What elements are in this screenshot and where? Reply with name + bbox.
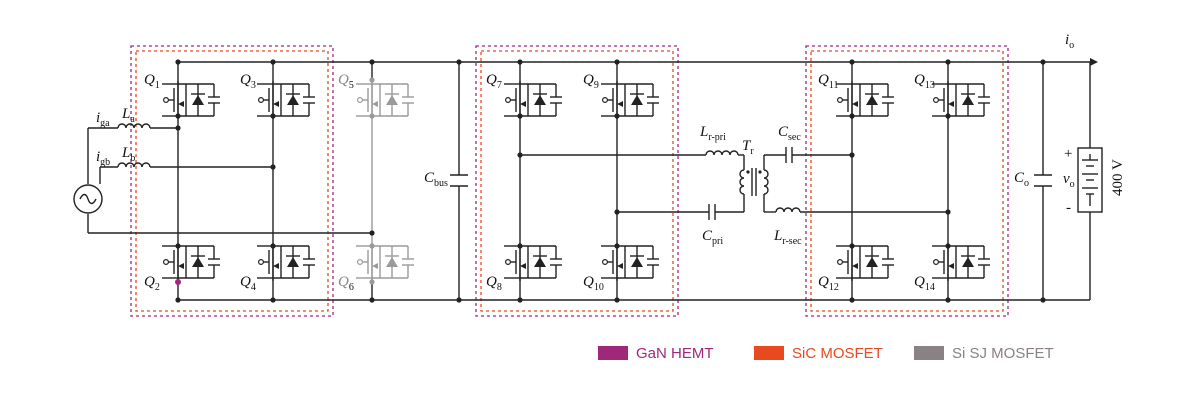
label-q4: Q4 <box>240 274 256 293</box>
label-q1: Q1 <box>144 72 160 91</box>
label-io: io <box>1065 32 1074 51</box>
sic-box-3 <box>810 50 1004 312</box>
switch-q11 <box>835 80 895 120</box>
label-lrsec: Lr-sec <box>773 228 802 247</box>
gan-box-2 <box>475 45 679 317</box>
switch-q3 <box>256 80 316 120</box>
label-q6: Q6 <box>338 274 354 293</box>
switch-q14 <box>931 242 991 282</box>
label-plus: + <box>1064 146 1072 162</box>
legend: GaN HEMT SiC MOSFET Si SJ MOSFET <box>598 345 1054 362</box>
switch-q2 <box>161 242 221 282</box>
switch-q10 <box>600 242 660 282</box>
label-csec: Csec <box>778 124 801 143</box>
label-q2: Q2 <box>144 274 160 293</box>
switch-q5 <box>355 80 415 120</box>
legend-label-gan: GaN HEMT <box>636 345 714 362</box>
sic-box-1 <box>135 50 329 312</box>
label-cpri: Cpri <box>702 228 723 247</box>
label-q8: Q8 <box>486 274 502 293</box>
label-co: Co <box>1014 170 1029 189</box>
switches <box>161 80 991 282</box>
label-la: La <box>121 106 135 125</box>
legend-label-si: Si SJ MOSFET <box>952 345 1054 362</box>
legend-swatch-sic <box>754 346 784 360</box>
label-q9: Q9 <box>583 72 599 91</box>
junctions <box>175 59 1046 303</box>
label-iga: iga <box>96 110 110 129</box>
switch-q9 <box>600 80 660 120</box>
switch-q6 <box>355 242 415 282</box>
switch-q7 <box>503 80 563 120</box>
label-igb: igb <box>96 149 110 168</box>
legend-label-sic: SiC MOSFET <box>792 345 883 362</box>
legend-swatch-si <box>914 346 944 360</box>
label-vo: vo <box>1063 171 1075 190</box>
switch-q1 <box>161 80 221 120</box>
label-q13: Q13 <box>914 72 935 91</box>
switch-q8 <box>503 242 563 282</box>
label-q14: Q14 <box>914 274 935 293</box>
switch-q12 <box>835 242 895 282</box>
gan-box-3 <box>805 45 1009 317</box>
label-lrpri: Lr-pri <box>699 124 726 143</box>
label-tr: Tr <box>742 138 754 157</box>
sic-box-2 <box>480 50 674 312</box>
label-q11: Q11 <box>818 72 838 91</box>
component-labels: Q1 Q3 Q5 Q2 Q4 Q6 Q7 Q9 Q8 Q10 Q11 Q13 Q… <box>96 32 1126 293</box>
module-boxes <box>130 45 1009 317</box>
switch-q4 <box>256 242 316 282</box>
label-battery-voltage: 400 V <box>1110 159 1126 196</box>
label-minus: - <box>1066 200 1071 216</box>
switch-q13 <box>931 80 991 120</box>
label-q5: Q5 <box>338 72 354 91</box>
label-q7: Q7 <box>486 72 502 91</box>
legend-swatch-gan <box>598 346 628 360</box>
label-q12: Q12 <box>818 274 839 293</box>
label-cbus: Cbus <box>424 170 448 189</box>
label-lb: Lb <box>121 145 135 164</box>
label-q10: Q10 <box>583 274 604 293</box>
label-q3: Q3 <box>240 72 256 91</box>
gan-box-1 <box>130 45 334 317</box>
